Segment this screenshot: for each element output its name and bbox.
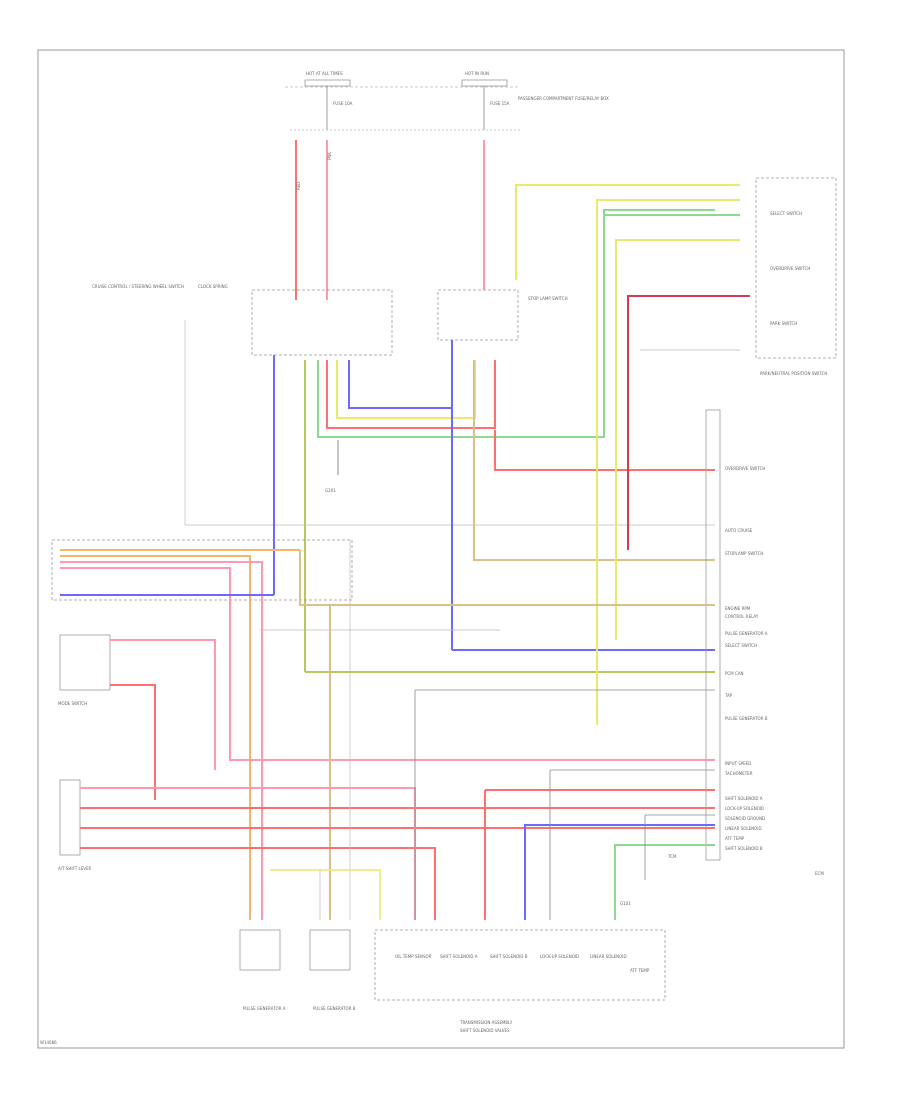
wire-code-red: RED: [296, 182, 301, 190]
ecm-label: ECM: [815, 871, 824, 876]
shift-lever-block: SELECT SWITCH OVERDRIVE SWITCH PARK SWIT…: [755, 177, 837, 376]
stop-lamp-switch: STOP LAMP SWITCH: [437, 289, 568, 341]
shift-lever-label: A/T SHIFT LEVER: [58, 866, 91, 871]
shift-sol-b-label: SHIFT SOLENOID B: [490, 954, 528, 959]
solenoid-block-label: SHIFT SOLENOID VALVES: [460, 1028, 510, 1033]
oil-temp-label: OIL TEMP SENSOR: [395, 954, 432, 959]
atf-temp-label: ATF TEMP: [630, 968, 650, 973]
pulse-generator-b: PULSE GENERATOR B: [309, 929, 356, 1011]
wire-green-atf: [614, 844, 715, 920]
tcm-pin-atf: ATF TEMP: [725, 836, 745, 841]
wire-blue-stop: [348, 340, 453, 409]
wire-yellow-stop: [336, 360, 476, 419]
trans-assy-label: TRANSMISSION ASSEMBLY: [459, 1020, 513, 1025]
shift-sol-a-label: SHIFT SOLENOID A: [440, 954, 478, 959]
tcm-pin-input-speed: INPUT SPEED: [725, 761, 751, 766]
tcm-pin-auto-cruise: AUTO CRUISE: [725, 528, 753, 533]
tcm-pin-pulse-b: PULSE GENERATOR B: [725, 716, 768, 721]
wire-blue-linear: [524, 824, 715, 920]
tcm-pin-select: SELECT SWITCH: [725, 643, 757, 648]
tcm-pin-tap: TAP: [724, 693, 733, 698]
wire-yellow-mode: [615, 239, 740, 640]
wire-pink-2: [60, 567, 715, 761]
lockup-sol-label: LOCK-UP SOLENOID: [540, 954, 579, 959]
footer-code: W14086: [40, 1040, 57, 1045]
park-switch-label: PARK SWITCH: [770, 321, 797, 326]
tcm-pin-sol-b: SHIFT SOLENOID B: [725, 846, 763, 851]
hot-in-run-label: HOT IN RUN: [465, 71, 489, 76]
overdrive-switch-label: OVERDRIVE SWITCH: [770, 266, 810, 271]
fuse-10a-label: FUSE 10A: [333, 101, 353, 106]
tcm-pin-pcm-can: PCM CAN: [725, 671, 743, 676]
tcm-connector: TCM ECM OVERDRIVE SWITCH AUTO CRUISE STO…: [667, 409, 824, 876]
pulse-generator-a: PULSE GENERATOR A: [239, 929, 286, 1011]
diagram-frame: [37, 49, 845, 1049]
wire-red-overdrive: [494, 430, 715, 471]
cruise-switch-label: CRUISE CONTROL / STEERING WHEEL SWITCH: [92, 284, 184, 289]
hot-at-all-times-label: HOT AT ALL TIMES: [306, 71, 343, 76]
wire-pink-1: [60, 561, 263, 920]
pulse-gen-a-label: PULSE GENERATOR A: [243, 1006, 286, 1011]
fuse-block: HOT AT ALL TIMES HOT IN RUN FUSE 10A FUS…: [285, 71, 609, 131]
stop-lamp-switch-label: STOP LAMP SWITCH: [528, 296, 568, 301]
steering-switch-block: CRUISE CONTROL / STEERING WHEEL SWITCH C…: [92, 284, 715, 526]
wire-orange-1: [60, 555, 251, 920]
linear-sol-label: LINEAR SOLENOID: [590, 954, 627, 959]
pulse-gen-b-label: PULSE GENERATOR B: [313, 1006, 356, 1011]
wire-code-pink: PNK: [327, 152, 332, 160]
transmission-assembly: OIL TEMP SENSOR SHIFT SOLENOID A SHIFT S…: [374, 929, 666, 1033]
fuse-block-caption: PASSENGER COMPARTMENT FUSE/RELAY BOX: [518, 96, 609, 101]
mode-switch-block: MODE SWITCH A/T SHIFT LEVER: [51, 539, 353, 871]
clock-spring-label: CLOCK SPRING: [198, 284, 228, 289]
tcm-pin-pulse-a: PULSE GENERATOR A: [725, 631, 768, 636]
tcm-pin-sol-a: SHIFT SOLENOID A: [725, 796, 763, 801]
mode-switch-label: MODE SWITCH: [58, 701, 87, 706]
tcm-pin-lockup: LOCK-UP SOLENOID: [725, 806, 764, 811]
tcm-pin-control-relay: CONTROL RELAY: [725, 614, 759, 619]
wire-green-select: [317, 209, 715, 438]
tcm-pin-engine-rpm: ENGINE RPM: [725, 606, 751, 611]
tcm-pin-linear: LINEAR SOLENOID: [725, 826, 762, 831]
wire-tan-stoplamp: [473, 360, 715, 561]
wire-red-stop: [326, 360, 496, 429]
wire-yellow-shift: [515, 184, 740, 280]
fuse-15a-label: FUSE 15A: [490, 101, 510, 106]
select-switch-label: SELECT SWITCH: [770, 211, 802, 216]
ground-g101-label: G101: [620, 901, 631, 906]
tcm-label: TCM: [667, 854, 677, 859]
wire-red-overdrive-sw: [627, 295, 750, 550]
tcm-pin-sol-gnd: SOLENOID GROUND: [725, 816, 765, 821]
tcm-pin-stoplamp: STOPLAMP SWITCH: [725, 551, 763, 556]
ground-g201-label: G201: [325, 488, 336, 493]
tcm-pin-overdrive: OVERDRIVE SWITCH: [725, 466, 765, 471]
tcm-pin-tach: TACHOMETER: [724, 771, 753, 776]
pnp-switch-label: PARK/NEUTRAL POSITION SWITCH: [760, 371, 827, 376]
